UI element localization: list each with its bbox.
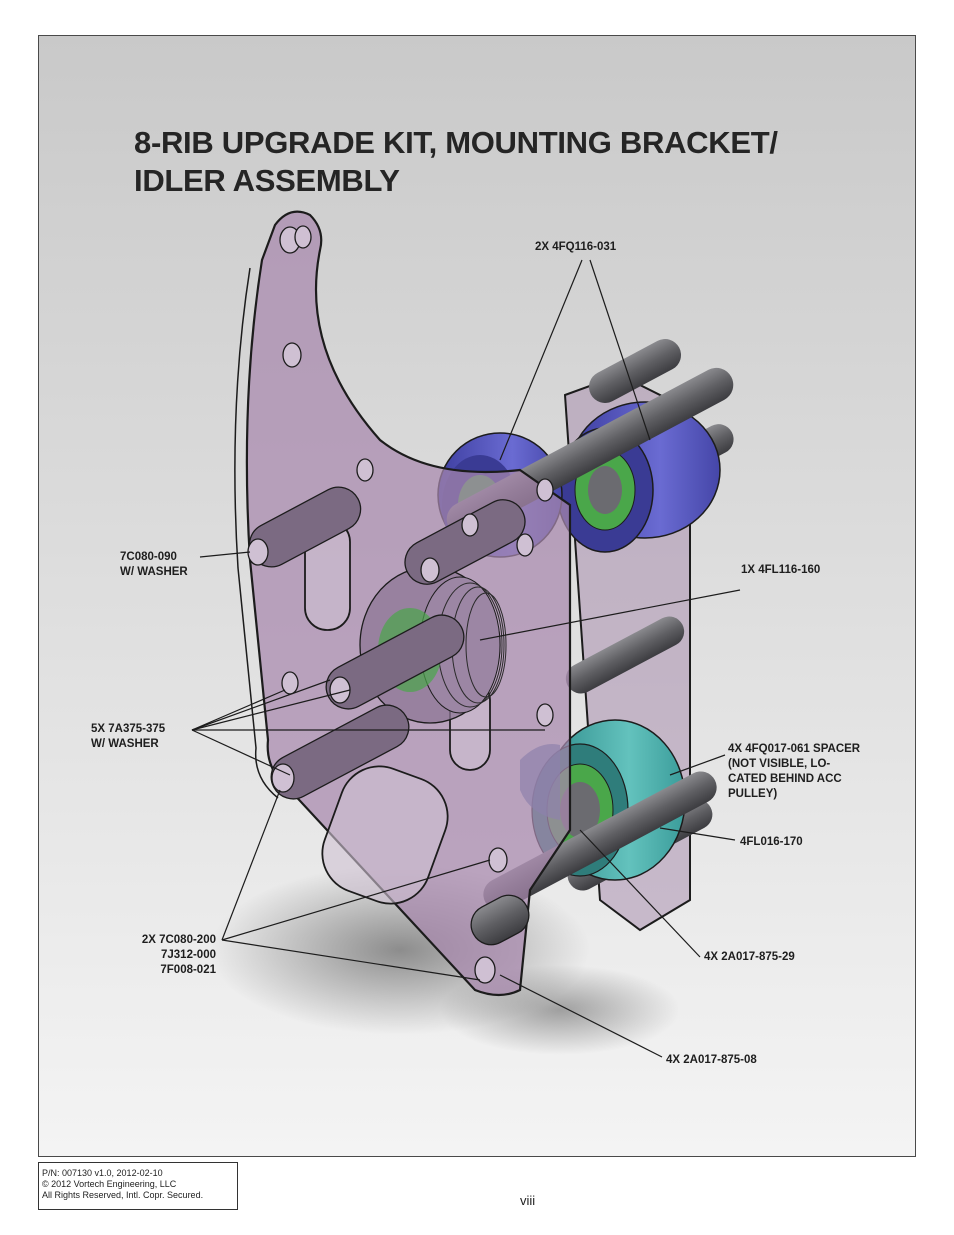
callout-spacer-line-1: 4X 4FQ017-061 SPACER [728,743,861,755]
callout-spacer-line-4: PULLEY) [728,788,778,800]
callout-7a375-375: 5X 7A375-375 W/ WASHER [91,722,165,752]
callout-7c080-200: 2X 7C080-200 7J312-000 7F008-021 [120,933,216,978]
footer-copyright-box: P/N: 007130 v1.0, 2012-02-10 © 2012 Vort… [38,1162,238,1210]
leader-lines [191,259,741,1058]
callout-7c080-090: 7C080-090 W/ WASHER [120,550,200,580]
callout-7c080-200-line-3: 7F008-021 [160,964,216,976]
callout-7c080-200-line-1: 2X 7C080-200 [141,934,216,946]
footer-copyright: © 2012 Vortech Engineering, LLC [42,1179,177,1189]
page-title: 8-RIB UPGRADE KIT, MOUNTING BRACKET/ IDL… [134,124,854,200]
page-number: viii [520,1193,536,1208]
callout-4fl016-170: 4FL016-170 [740,836,803,848]
callout-7a375-375-line-2: W/ WASHER [91,738,159,750]
idler-pulley-rear [556,401,721,553]
footer-rights: All Rights Reserved, Intl. Copr. Secured… [42,1190,204,1200]
callout-spacer-line-3: CATED BEHIND ACC [728,773,842,785]
title-line-1: 8-RIB UPGRADE KIT, MOUNTING BRACKET/ [134,125,778,160]
callout-7c080-200-line-2: 7J312-000 [161,949,216,961]
callout-2a017-875-29: 4X 2A017-875-29 [704,951,795,963]
callout-idler-pulleys: 2X 4FQ116-031 [535,241,617,253]
footer-part-number: P/N: 007130 v1.0, 2012-02-10 [42,1168,163,1178]
callout-7c080-090-line-2: W/ WASHER [120,566,188,578]
front-bracket-edge [234,267,279,799]
callout-4fl116-160: 1X 4FL116-160 [741,564,821,576]
callout-7c080-090-line-1: 7C080-090 [120,551,177,563]
callout-spacer-line-2: (NOT VISIBLE, LO- [728,758,831,770]
title-line-2: IDLER ASSEMBLY [134,163,400,198]
acc-shaft [483,771,717,911]
bracket-slots [304,519,491,905]
bolt-holes [247,225,554,984]
callout-7a375-375-line-1: 5X 7A375-375 [91,723,166,735]
callout-4fq017-061-spacer: 4X 4FQ017-061 SPACER (NOT VISIBLE, LO- C… [728,742,860,802]
callout-2a017-875-08: 4X 2A017-875-08 [666,1054,757,1066]
